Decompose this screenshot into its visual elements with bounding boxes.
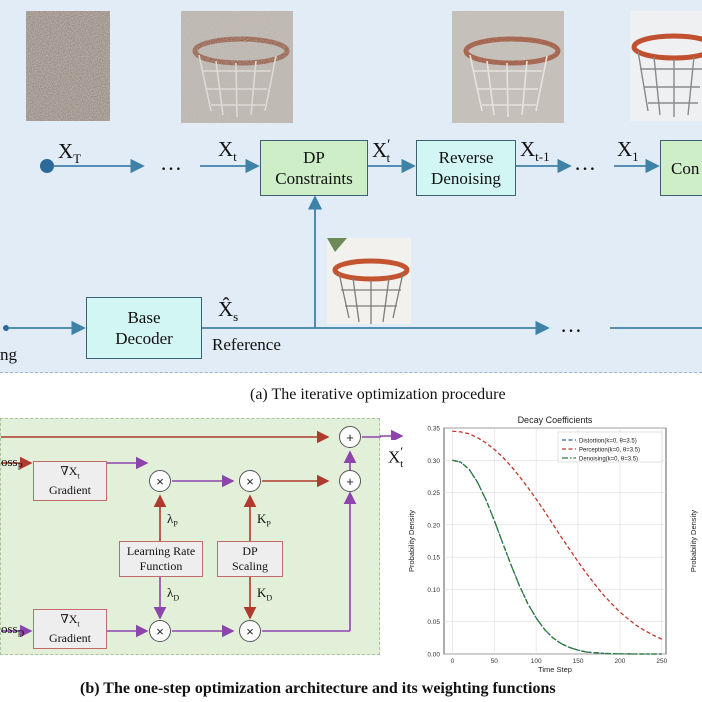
plot-frame — [443, 427, 667, 655]
legend-entry-0: Distortion(k=0, θ=3.5) — [579, 438, 637, 444]
clean-hoop-image-x1 — [630, 11, 702, 121]
legend-box — [557, 431, 663, 463]
legend-entry-2: Denoising(k=0, θ=3.5) — [579, 456, 638, 462]
y-tick-label: 0.05 — [427, 619, 440, 626]
noisy-hoop-image-xt — [181, 11, 293, 123]
y-tick-label: 0.30 — [427, 458, 440, 465]
plus-op-top: + — [339, 426, 361, 448]
y-tick-label: 0.20 — [427, 522, 440, 529]
x-tick-label: 250 — [656, 658, 667, 665]
legend-entry-1: Perception(k=0, θ=3.5) — [579, 447, 640, 453]
reverse-denoising-box: Reverse Denoising — [416, 140, 516, 196]
y-tick-label: 0.35 — [427, 426, 440, 433]
kappa-p-label: KP — [257, 511, 271, 529]
y-tick-label: 0.00 — [427, 652, 440, 659]
x-tick-label: 50 — [491, 658, 499, 665]
label-xt-minus-1: Xt-1 — [520, 137, 550, 165]
x-tick-label: 0 — [451, 658, 455, 665]
dp-scaling-box: DP Scaling — [217, 541, 283, 577]
plus-op-mid: + — [339, 470, 361, 492]
label-reference: Reference — [212, 335, 281, 354]
lambda-p-label: λP — [167, 511, 178, 529]
times-op-2: × — [239, 470, 261, 492]
lambda-d-label: λD — [167, 585, 180, 603]
x-tick-label: 100 — [531, 658, 542, 665]
loss-p-label: ossP — [1, 454, 23, 472]
base-decoder-box: Base Decoder — [86, 297, 202, 359]
ellipsis-3: … — [560, 312, 582, 337]
ellipsis-2: … — [574, 150, 596, 175]
label-xt-prime: X′t — [372, 137, 391, 166]
caption-a: (a) The iterative optimization procedure — [250, 386, 506, 403]
ellipsis-1: … — [160, 150, 182, 175]
panel-b-one-step: ossP ossD ∇Xt Gradient ∇Xt Gradient Lear… — [0, 418, 381, 655]
caption-b: (b) The one-step optimization architectu… — [80, 680, 556, 697]
panel-b-arrows — [1, 430, 381, 638]
times-op-3: × — [149, 620, 171, 642]
label-x1: X1 — [617, 137, 639, 165]
noise-image-xT — [26, 11, 110, 121]
panel-a-iterative: XT … Xt X′t Xt-1 … X1 X̂s Reference … ng… — [0, 0, 702, 373]
label-left-partial: ng — [0, 345, 17, 364]
start-node-icon — [40, 159, 54, 173]
panel-a-arrows — [3, 158, 702, 336]
reference-hoop-image — [327, 238, 411, 324]
x-tick-label: 200 — [614, 658, 625, 665]
secondary-y-axis-label: Probability Density — [689, 510, 698, 572]
output-label: X′t — [388, 444, 404, 471]
dp-constraints-box: DP Constraints — [260, 140, 368, 196]
loss-d-label: ossD — [1, 621, 25, 639]
decay-coefficients-chart: 0.00 0.05 0.10 0.15 0.20 0.25 0.30 0.35 0 50 100 15… — [407, 415, 698, 674]
gradient-box-bottom: ∇Xt Gradient — [33, 609, 107, 649]
series-line-0 — [452, 459, 662, 655]
noisy-hoop-image-xt1 — [452, 11, 564, 123]
learning-rate-function-box: Learning Rate Function — [119, 541, 203, 577]
y-tick-label: 0.15 — [427, 555, 440, 562]
times-op-1: × — [149, 470, 171, 492]
times-op-4: × — [239, 620, 261, 642]
output-arrow — [380, 429, 404, 440]
constraints-box-partial: Con — [660, 140, 702, 196]
label-xt: Xt — [218, 137, 237, 165]
series-line-1 — [452, 430, 663, 640]
series-line-2 — [452, 459, 662, 655]
kappa-d-label: KD — [257, 585, 273, 603]
label-xT: XT — [58, 139, 82, 167]
chart-title: Decay Coefficients — [518, 415, 593, 425]
x-axis-label: Time Step — [538, 665, 572, 674]
label-xs-hat: X̂s — [218, 297, 239, 325]
y-tick-label: 0.10 — [427, 587, 440, 594]
x-tick-label: 150 — [573, 658, 584, 665]
y-axis-label: Probability Density — [407, 510, 416, 572]
y-tick-label: 0.25 — [427, 490, 440, 497]
gradient-box-top: ∇Xt Gradient — [33, 461, 107, 501]
